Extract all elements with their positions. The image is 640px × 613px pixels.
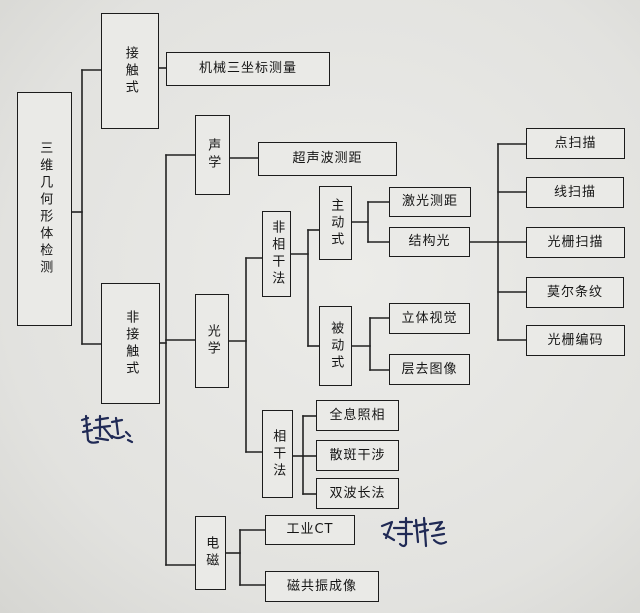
node-grating-code: 光栅编码 (526, 325, 625, 356)
node-laser-ranging: 激光测距 (389, 187, 471, 217)
node-passive: 被动式 (319, 306, 352, 386)
node-grating-scan: 光栅扫描 (526, 227, 625, 258)
node-active: 主动式 (319, 186, 352, 260)
node-cmm: 机械三坐标测量 (166, 52, 330, 86)
node-contact: 接触式 (101, 13, 159, 129)
node-holography: 全息照相 (316, 400, 399, 431)
handwritten-signature-left (80, 414, 134, 444)
node-point-scan: 点扫描 (526, 128, 625, 159)
node-em: 电磁 (195, 516, 226, 590)
node-dual-wave: 双波长法 (316, 478, 399, 509)
handwritten-signature-right (380, 516, 448, 548)
node-root: 三维几何形体检测 (17, 92, 72, 326)
node-layer-image: 层去图像 (389, 354, 470, 385)
node-optical: 光学 (195, 294, 229, 388)
node-mri: 磁共振成像 (265, 571, 379, 602)
node-stereo: 立体视觉 (389, 303, 470, 334)
node-ultrasonic: 超声波测距 (258, 142, 397, 176)
node-speckle: 散斑干涉 (316, 440, 399, 471)
node-industrial-ct: 工业CT (265, 515, 355, 545)
node-line-scan: 线扫描 (526, 177, 624, 208)
node-acoustic: 声学 (195, 115, 230, 195)
node-moire: 莫尔条纹 (526, 277, 624, 308)
node-structured-light: 结构光 (389, 227, 470, 257)
node-interf: 相干法 (262, 410, 293, 498)
node-noncontact: 非接触式 (101, 283, 160, 404)
node-noninterf: 非相干法 (262, 211, 291, 297)
